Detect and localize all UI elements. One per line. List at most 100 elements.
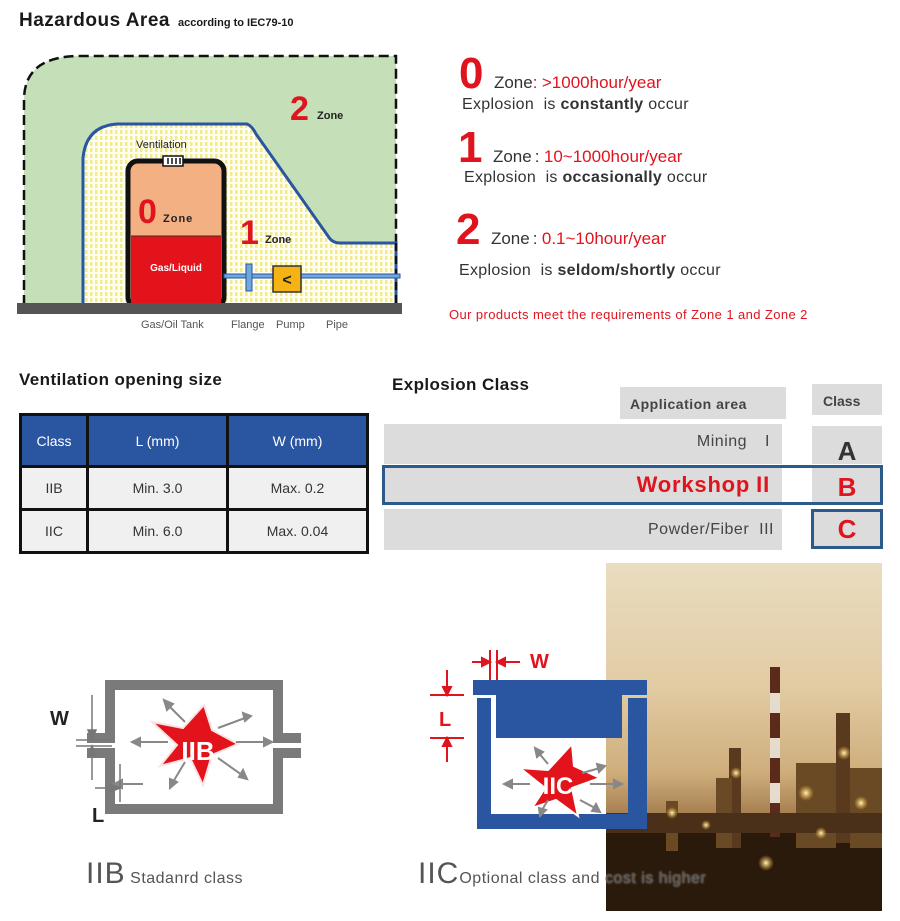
iib-diagram: IIB W L bbox=[50, 680, 301, 827]
zone-1-number: 1 bbox=[458, 123, 483, 172]
area-name: Mining bbox=[696, 433, 748, 450]
ventilation-table: Class L (mm) W (mm) IIB Min. 3.0 Max. 0.… bbox=[19, 413, 369, 554]
iic-diagram: IIC W L bbox=[430, 650, 647, 829]
explosion-frequency: occasionally bbox=[562, 169, 663, 186]
area-roman: II bbox=[756, 472, 770, 497]
cell-w: Max. 0.2 bbox=[226, 465, 369, 511]
area-name: Workshop bbox=[636, 472, 751, 497]
iic-explosion-star bbox=[516, 741, 603, 819]
cell-class: IIB bbox=[19, 465, 89, 511]
area-roman: I bbox=[765, 433, 770, 450]
gas-liquid-label: Gas/Liquid bbox=[150, 263, 202, 274]
title-text: Hazardous Area bbox=[19, 10, 170, 31]
pipe bbox=[223, 273, 401, 279]
zone2-number: 2 bbox=[290, 90, 309, 128]
class-b-box: B bbox=[812, 467, 882, 505]
table-row: IIC Min. 6.0 Max. 0.04 bbox=[19, 508, 369, 554]
class-c-letter: C bbox=[837, 514, 857, 544]
iic-enclosure bbox=[473, 680, 647, 829]
iib-l-label: L bbox=[92, 805, 104, 827]
zone-0-number: 0 bbox=[459, 49, 484, 98]
page-title: Hazardous Area according to IEC79-10 bbox=[19, 10, 294, 32]
iic-caption-desc: Optional class and cost is higher bbox=[459, 870, 707, 887]
ventilation-label: Ventilation bbox=[136, 139, 187, 151]
iic-arrows bbox=[501, 746, 625, 819]
ground bbox=[17, 303, 402, 314]
header-class: Class bbox=[19, 413, 89, 468]
explosion-prefix: Explosion is bbox=[462, 96, 561, 113]
liquid-fill bbox=[131, 236, 221, 305]
iib-enclosure bbox=[87, 680, 301, 814]
zone0-word: Zone bbox=[163, 213, 193, 225]
iib-explosion-star bbox=[148, 703, 241, 788]
header-w: W (mm) bbox=[226, 413, 369, 468]
zone-0-explosion: Explosion is constantly occur bbox=[462, 96, 689, 114]
zone-2-row: 2 Zone: 0.1~10hour/year bbox=[456, 208, 666, 252]
highlight-outline-workshop bbox=[382, 465, 883, 505]
iib-caption-class: IIB bbox=[86, 857, 126, 890]
header-class-label: Class bbox=[823, 393, 861, 409]
zone1-word: Zone bbox=[265, 234, 291, 246]
class-b-letter: B bbox=[837, 472, 857, 502]
label-pump: Pump bbox=[276, 319, 305, 331]
cell-w: Max. 0.04 bbox=[226, 508, 369, 554]
iib-w-label: W bbox=[50, 708, 69, 730]
zone0-number: 0 bbox=[138, 193, 157, 231]
explosion-frequency: constantly bbox=[560, 96, 644, 113]
refinery-silhouette bbox=[606, 667, 882, 911]
iib-star-text: IIB bbox=[181, 736, 214, 766]
zone-0-label: Zone bbox=[493, 73, 533, 92]
area-name: Powder/Fiber bbox=[648, 521, 750, 538]
header-application-area-label: Application area bbox=[630, 396, 747, 412]
row-mining: Mining I bbox=[384, 424, 782, 464]
explosion-prefix: Explosion is bbox=[464, 169, 563, 186]
zone-2-number: 2 bbox=[456, 205, 481, 254]
zone-2-sep: : bbox=[532, 229, 538, 248]
row-powder-fiber: Powder/Fiber III bbox=[384, 509, 782, 550]
ventilation-grille bbox=[162, 155, 184, 167]
label-pipe: Pipe bbox=[326, 319, 348, 331]
products-note: Our products meet the requirements of Zo… bbox=[449, 307, 808, 322]
ventilation-title: Ventilation opening size bbox=[19, 370, 223, 389]
zone-1-explosion: Explosion is occasionally occur bbox=[464, 169, 708, 187]
pump-symbol: < bbox=[282, 272, 291, 289]
iib-caption: IIB Stadanrd class bbox=[86, 857, 243, 891]
iic-l-label: L bbox=[439, 709, 451, 731]
cell-l: Min. 6.0 bbox=[86, 508, 229, 554]
header-application-area: Application area bbox=[620, 387, 786, 419]
refinery-photo bbox=[606, 563, 882, 911]
label-gas-oil-tank: Gas/Oil Tank bbox=[141, 319, 204, 331]
cell-class: IIC bbox=[19, 508, 89, 554]
zone-2-explosion: Explosion is seldom/shortly occur bbox=[459, 262, 721, 280]
explosion-suffix: occur bbox=[675, 262, 721, 279]
area-roman: III bbox=[759, 521, 774, 538]
title-subtitle: according to IEC79-10 bbox=[177, 17, 294, 29]
zone-1-row: 1 Zone: 10~1000hour/year bbox=[458, 126, 682, 170]
explosion-suffix: occur bbox=[643, 96, 689, 113]
iic-dimension-marks bbox=[430, 650, 520, 762]
zone-0-sep: : bbox=[532, 73, 538, 92]
zone-0-rate: >1000hour/year bbox=[541, 73, 662, 92]
header-class: Class bbox=[812, 384, 882, 415]
class-a-letter: A bbox=[837, 436, 857, 466]
zone-2-label: Zone bbox=[490, 229, 530, 248]
zone-0-row: 0 Zone: >1000hour/year bbox=[459, 52, 661, 96]
iib-caption-desc: Stadanrd class bbox=[130, 870, 243, 887]
zone-2-rate: 0.1~10hour/year bbox=[541, 229, 667, 248]
flange bbox=[245, 263, 253, 292]
zone-1-sep: : bbox=[534, 147, 540, 166]
iic-caption-class: IIC bbox=[418, 857, 460, 890]
hazardous-area-diagram: 2 Zone Ventilation 0 Zone 1 Zone Gas/Liq… bbox=[17, 54, 402, 331]
class-a-box: A bbox=[812, 426, 882, 466]
highlight-outline-class-c bbox=[811, 509, 883, 549]
iic-star-text: IIC bbox=[543, 773, 574, 800]
row-mining-label: Mining I bbox=[697, 433, 770, 451]
explosion-prefix: Explosion is bbox=[459, 262, 558, 279]
header-l: L (mm) bbox=[86, 413, 229, 468]
explosion-suffix: occur bbox=[662, 169, 708, 186]
zone-1-label: Zone bbox=[492, 147, 532, 166]
zone2-word: Zone bbox=[317, 110, 343, 122]
table-header-row: Class L (mm) W (mm) bbox=[19, 413, 369, 468]
